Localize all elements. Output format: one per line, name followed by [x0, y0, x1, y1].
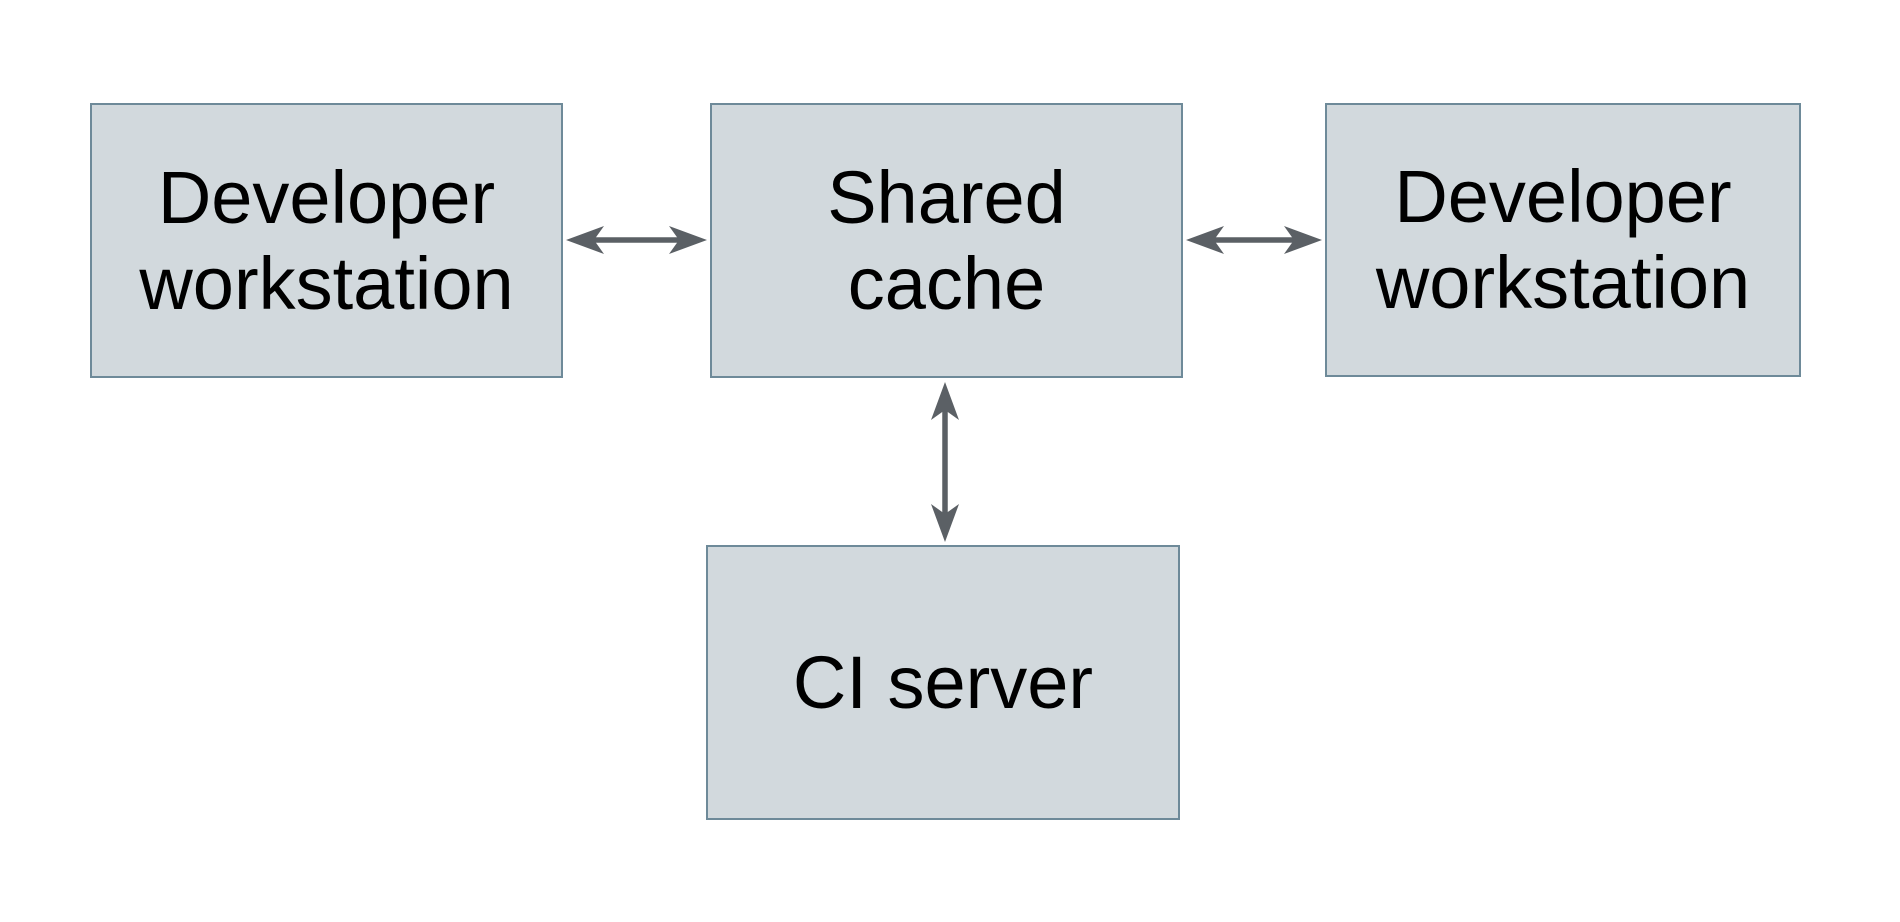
- arrow-left-workstation-shared-cache-bidirectional-icon: [566, 226, 707, 254]
- node-label-developer-workstation-right: Developer workstation: [1375, 155, 1751, 324]
- arrow-shared-cache-ci-server-bidirectional-icon: [931, 382, 959, 542]
- node-shared-cache: Shared cache: [710, 103, 1183, 378]
- node-developer-workstation-left: Developer workstation: [90, 103, 563, 378]
- node-label-developer-workstation-left: Developer workstation: [139, 155, 514, 325]
- node-label-ci-server: CI server: [792, 640, 1094, 724]
- node-ci-server: CI server: [706, 545, 1180, 820]
- node-label-shared-cache: Shared cache: [827, 155, 1066, 325]
- node-developer-workstation-right: Developer workstation: [1325, 103, 1801, 377]
- arrow-shared-cache-right-workstation-bidirectional-icon: [1186, 226, 1322, 254]
